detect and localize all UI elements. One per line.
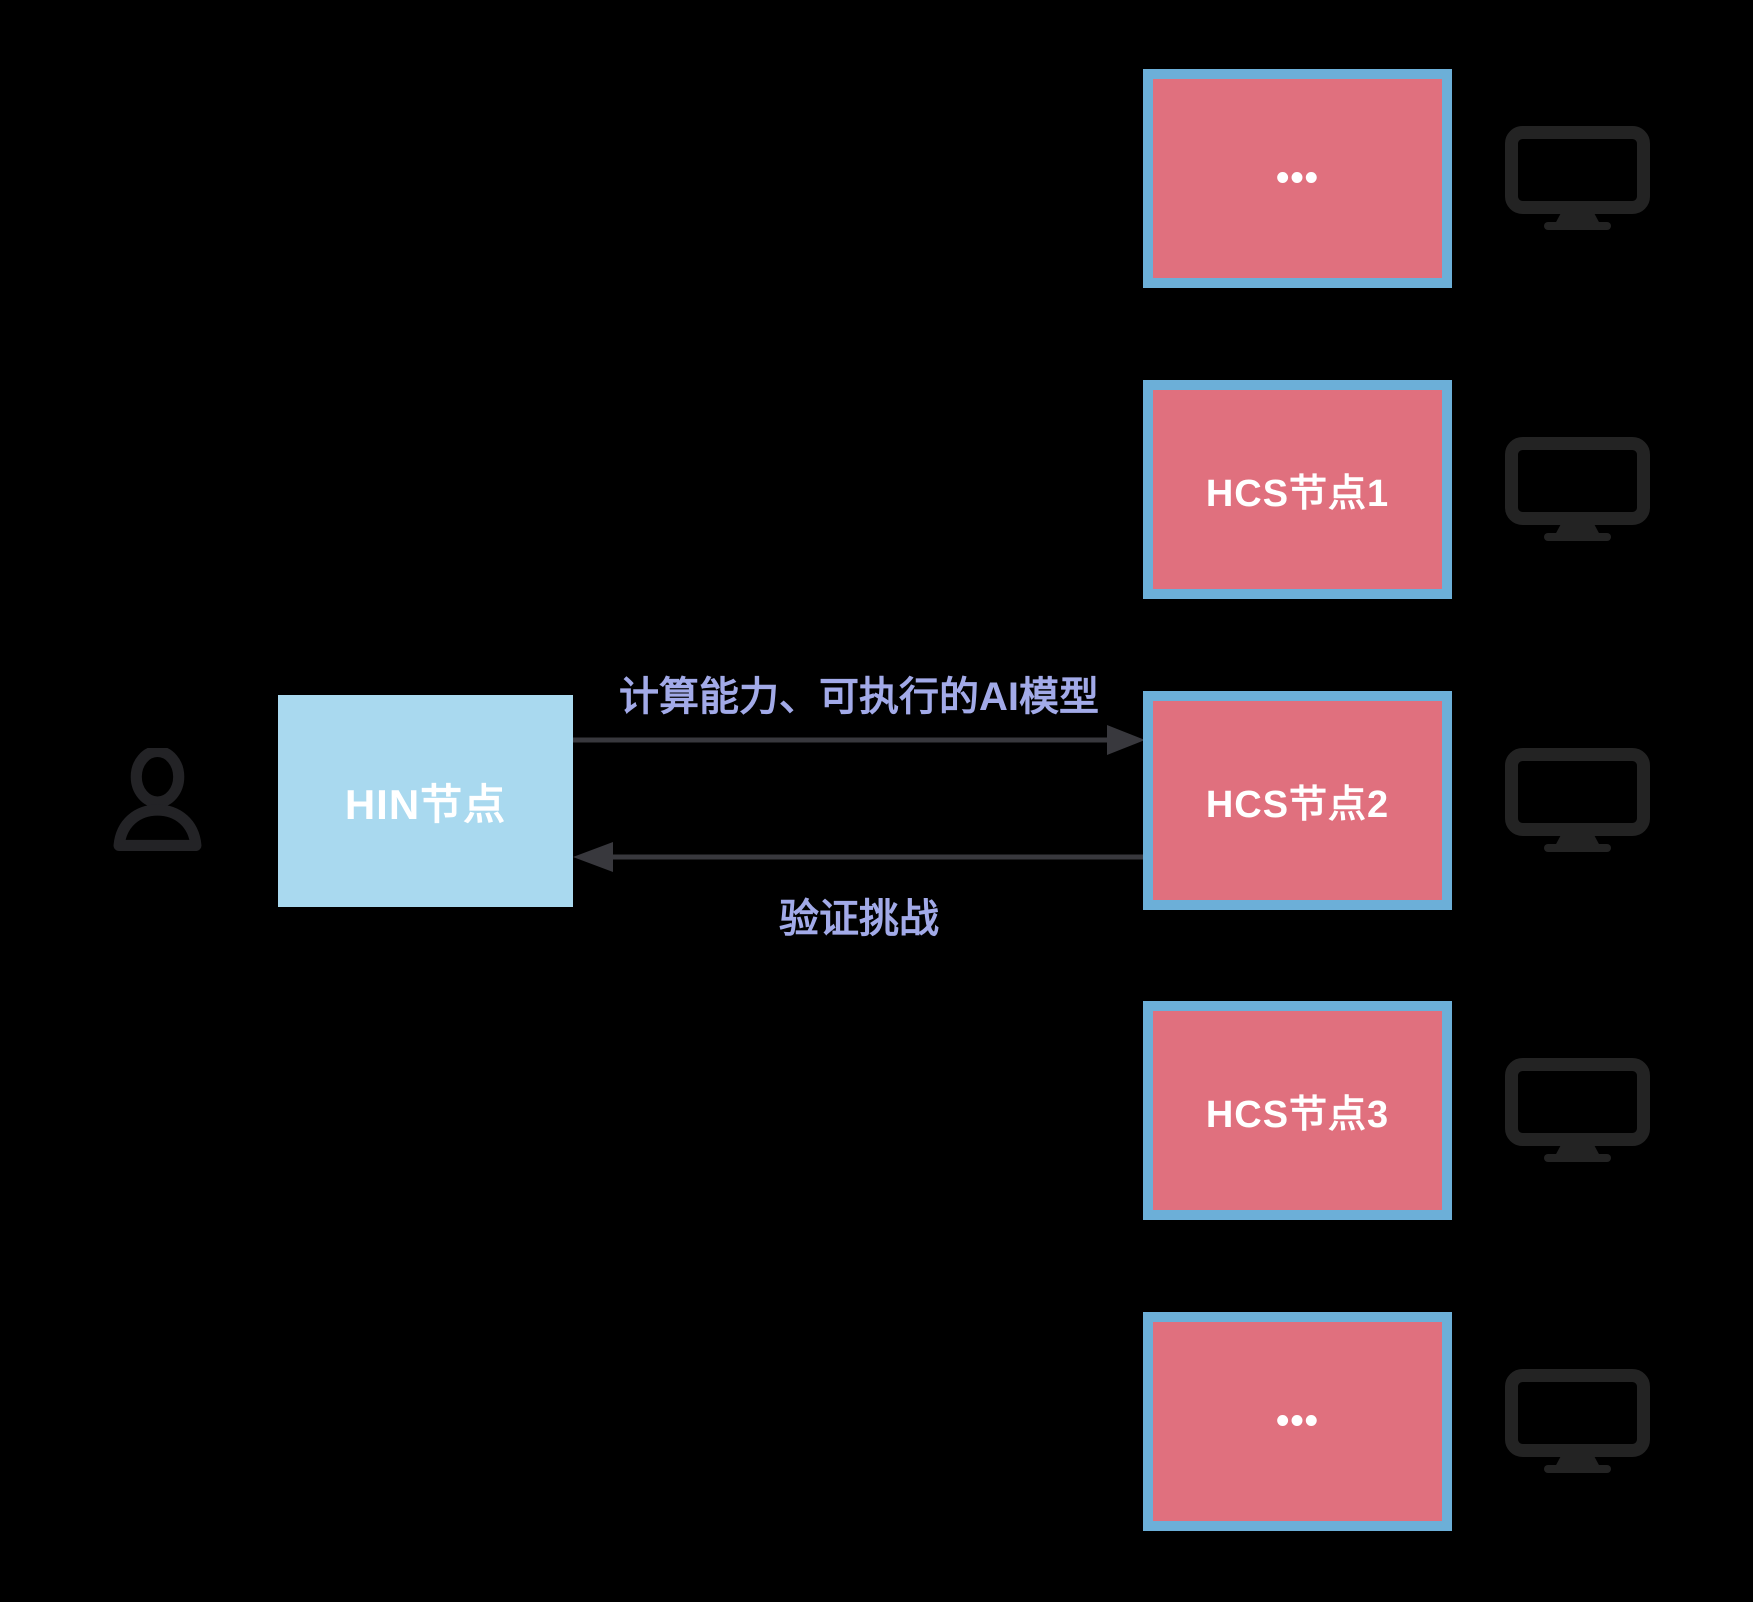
hin-node-box: HIN节点 <box>278 695 573 907</box>
hcs-node-row: ••• <box>0 1312 1753 1531</box>
hcs-node-label: ••• <box>1276 157 1319 199</box>
hcs-node-label: HCS节点1 <box>1205 473 1390 515</box>
hin-node-label: HIN节点 <box>344 780 507 828</box>
monitor-icon <box>1505 1369 1650 1473</box>
hcs-node-box: ••• <box>1143 1312 1452 1531</box>
person-icon <box>113 748 202 852</box>
hcs-node-box: ••• <box>1143 69 1452 288</box>
monitor-icon <box>1505 1058 1650 1162</box>
arrow-left-label: 验证挑战 <box>779 897 939 941</box>
arrow-right <box>573 725 1145 755</box>
arrow-right-label: 计算能力、可执行的AI模型 <box>619 675 1099 719</box>
hcs-node-row: HCS节点2 <box>0 691 1753 910</box>
hcs-node-box: HCS节点2 <box>1143 691 1452 910</box>
arrow-left <box>573 842 1145 872</box>
monitor-icon <box>1505 748 1650 852</box>
hcs-node-label: HCS节点2 <box>1205 784 1390 826</box>
hcs-node-row: ••• <box>0 69 1753 288</box>
monitor-icon <box>1505 126 1650 230</box>
hcs-node-box: HCS节点3 <box>1143 1001 1452 1220</box>
hcs-node-label: HCS节点3 <box>1205 1094 1390 1136</box>
hcs-node-row: HCS节点3 <box>0 1001 1753 1220</box>
hcs-node-box: HCS节点1 <box>1143 380 1452 599</box>
monitor-icon <box>1505 437 1650 541</box>
hcs-node-label: ••• <box>1276 1400 1319 1442</box>
hcs-node-row: HCS节点1 <box>0 380 1753 599</box>
